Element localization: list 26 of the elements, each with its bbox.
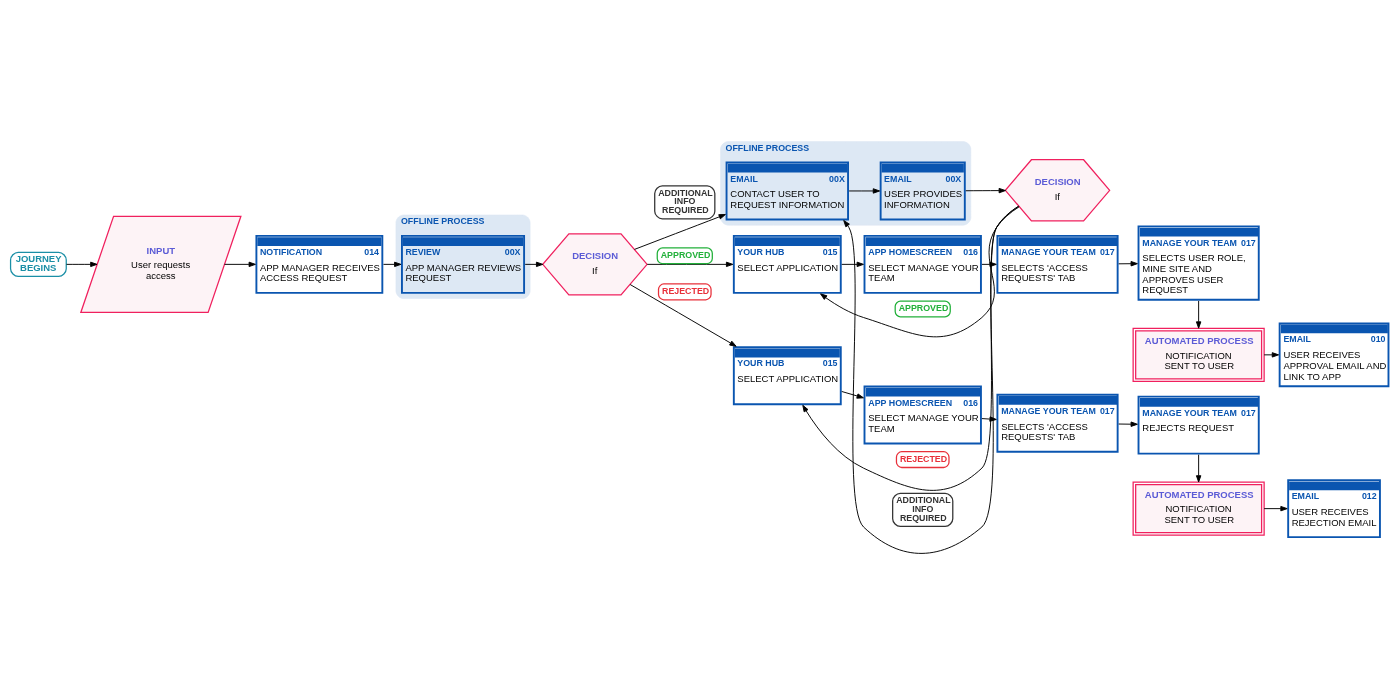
edge-label: ADDITIONAL INFO REQUIRED xyxy=(896,494,951,523)
arrow xyxy=(524,261,544,267)
arrow xyxy=(1118,421,1138,427)
arrow xyxy=(843,205,1020,554)
arrow xyxy=(1195,300,1202,329)
arrow xyxy=(848,187,881,194)
arrow xyxy=(1118,260,1138,266)
arrow xyxy=(383,261,402,267)
arrow xyxy=(66,261,98,267)
arrow xyxy=(634,213,726,250)
edge-label: REJECTED xyxy=(899,453,948,464)
arrow xyxy=(1263,505,1288,511)
arrow xyxy=(1195,453,1202,482)
edge-label: ADDITIONAL INFO REQUIRED xyxy=(658,187,713,215)
edge-label: REJECTED xyxy=(662,285,710,296)
arrow xyxy=(841,261,864,267)
arrow xyxy=(802,205,1020,491)
arrow xyxy=(646,261,734,267)
arrow xyxy=(965,187,1006,193)
arrow xyxy=(841,390,864,399)
arrow xyxy=(224,261,256,267)
arrow xyxy=(820,205,1020,337)
node-box: JOURNEY BEGINS xyxy=(9,251,67,277)
edge-label: APPROVED xyxy=(660,249,711,260)
arrow xyxy=(1263,351,1280,358)
edge-label: APPROVED xyxy=(898,302,949,313)
